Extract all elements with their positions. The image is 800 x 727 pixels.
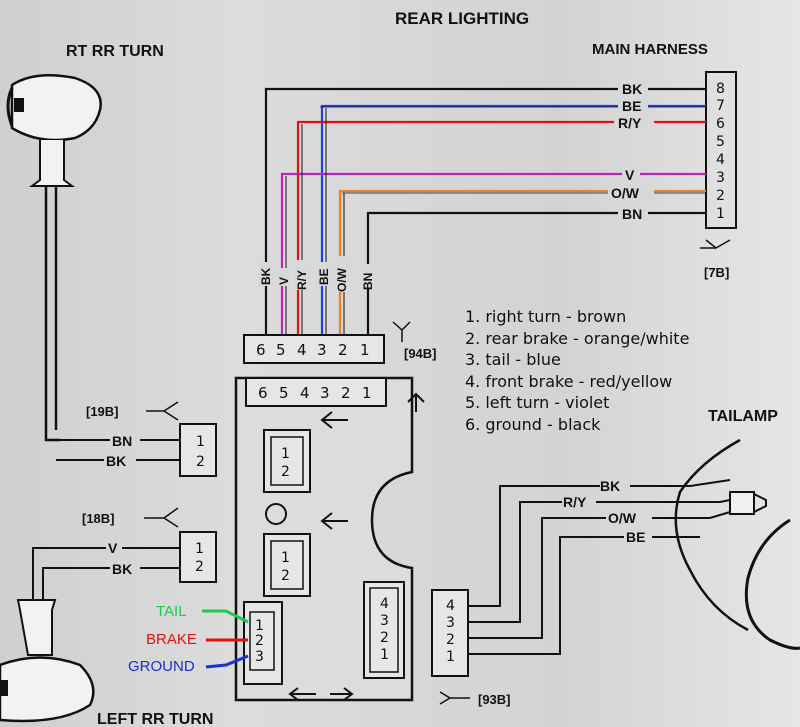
annotation-tail: TAIL xyxy=(156,603,187,620)
annotation-ground: GROUND xyxy=(128,658,195,675)
c19b-wire-label: BK xyxy=(106,453,126,469)
vwire-label-ow: O/W xyxy=(335,267,349,292)
bottom-b-pin: 2 xyxy=(380,630,389,646)
pin-94b: 5 xyxy=(276,341,286,359)
c19b-wire-label: BN xyxy=(112,433,132,449)
box-pin: 2 xyxy=(341,384,351,402)
diagram-title: REAR LIGHTING xyxy=(395,9,529,28)
annotations: TAIL BRAKE GROUND xyxy=(128,603,249,675)
wire-label-bn: BN xyxy=(622,206,642,222)
c18b-pin: 1 xyxy=(195,541,204,557)
mh-pin: 1 xyxy=(716,206,725,222)
relay1-pin: 2 xyxy=(281,464,290,480)
wire-label-ry: R/Y xyxy=(618,115,642,131)
vwire-label-bk: BK xyxy=(259,267,273,285)
bottom-a-pin: 2 xyxy=(255,633,264,649)
junction-box: 6 5 4 3 2 1 1 2 1 2 1 2 3 4 3 2 1 xyxy=(234,376,425,702)
mh-pin: 5 xyxy=(716,134,725,150)
mh-pin: 6 xyxy=(716,116,725,132)
c18b-wire-label: V xyxy=(108,540,118,556)
legend-item: 1. right turn - brown xyxy=(465,307,626,326)
left-rr-turn-lamp xyxy=(0,547,102,723)
connector-93b-label: [93B] xyxy=(478,692,511,707)
left-rr-turn-label: LEFT RR TURN xyxy=(97,711,213,727)
c18b-pin: 2 xyxy=(195,559,204,575)
connector-7b-label: [7B] xyxy=(704,265,729,280)
tailamp-wire-label: BK xyxy=(600,478,620,494)
c93b-pin: 2 xyxy=(446,632,455,648)
mh-pin: 3 xyxy=(716,170,725,186)
box-pin: 1 xyxy=(362,384,372,402)
vwire-label-be: BE xyxy=(317,268,331,285)
pin-94b: 2 xyxy=(338,341,348,359)
vwire-label-bn: BN xyxy=(361,273,375,290)
main-harness-label: MAIN HARNESS xyxy=(592,41,708,58)
tailamp-label: TAILAMP xyxy=(708,408,778,425)
tailamp: BK R/Y O/W BE xyxy=(563,438,800,650)
pin-94b: 6 xyxy=(256,341,266,359)
tailamp-wire-label: R/Y xyxy=(563,494,587,510)
c93b-pin: 4 xyxy=(446,598,455,614)
bottom-a-pin: 1 xyxy=(255,618,264,634)
connector-19b: [19B] 1 2 BN BK xyxy=(56,401,217,477)
relay2-pin: 2 xyxy=(281,568,290,584)
wire-be xyxy=(320,104,706,335)
legend-item: 5. left turn - violet xyxy=(465,393,609,412)
wire-label-ow: O/W xyxy=(611,185,640,201)
tailamp-wire-label: O/W xyxy=(608,510,637,526)
wire-bk xyxy=(264,87,706,335)
c93b-pin: 3 xyxy=(446,615,455,631)
box-pin: 6 xyxy=(258,384,268,402)
bottom-b-pin: 3 xyxy=(380,613,389,629)
vwire-label-ry: R/Y xyxy=(295,270,309,290)
tailamp-wire-label: BE xyxy=(626,529,645,545)
connector-94b-label: [94B] xyxy=(404,346,437,361)
c18b-wire-label: BK xyxy=(112,561,132,577)
bottom-a-pin: 3 xyxy=(255,649,264,665)
mh-pin: 7 xyxy=(716,98,725,114)
mh-pin: 2 xyxy=(716,188,725,204)
wire-bn xyxy=(366,211,706,335)
box-pin: 5 xyxy=(279,384,289,402)
legend-item: 3. tail - blue xyxy=(465,350,561,369)
main-harness-connector: 8 7 6 5 4 3 2 1 [7B] xyxy=(700,71,737,280)
vwire-label-v: V xyxy=(277,277,291,285)
connector-19b-label: [19B] xyxy=(86,404,119,419)
box-pin: 3 xyxy=(320,384,330,402)
connector-93b: 4 3 2 1 [93B] xyxy=(431,485,624,707)
c19b-pin: 2 xyxy=(196,454,205,470)
connector-18b-label: [18B] xyxy=(82,511,115,526)
wire-label-be: BE xyxy=(622,98,641,114)
connector-18b: [18B] 1 2 V BK xyxy=(82,507,217,583)
annotation-brake: BRAKE xyxy=(146,631,197,648)
wire-label-bk: BK xyxy=(622,81,642,97)
rt-rr-turn-lamp xyxy=(6,73,102,442)
legend-item: 6. ground - black xyxy=(465,415,601,434)
legend-item: 2. rear brake - orange/white xyxy=(465,329,689,348)
c19b-pin: 1 xyxy=(196,434,205,450)
relay2-pin: 1 xyxy=(281,550,290,566)
connector-94b: 6 5 4 3 2 1 [94B] xyxy=(243,321,437,364)
pin-94b: 1 xyxy=(360,341,370,359)
pin-94b: 4 xyxy=(297,341,307,359)
bottom-b-pin: 4 xyxy=(380,596,389,612)
relay1-pin: 1 xyxy=(281,446,290,462)
mh-pin: 4 xyxy=(716,152,725,168)
c93b-pin: 1 xyxy=(446,649,455,665)
legend-item: 4. front brake - red/yellow xyxy=(465,372,672,391)
box-pin: 4 xyxy=(300,384,310,402)
mh-pin: 8 xyxy=(716,81,725,97)
legend: 1. right turn - brown 2. rear brake - or… xyxy=(465,307,689,434)
wire-label-v: V xyxy=(625,167,635,183)
rt-rr-turn-label: RT RR TURN xyxy=(66,43,164,60)
wire-ry xyxy=(296,120,706,335)
pin-94b: 3 xyxy=(317,341,327,359)
bottom-b-pin: 1 xyxy=(380,647,389,663)
